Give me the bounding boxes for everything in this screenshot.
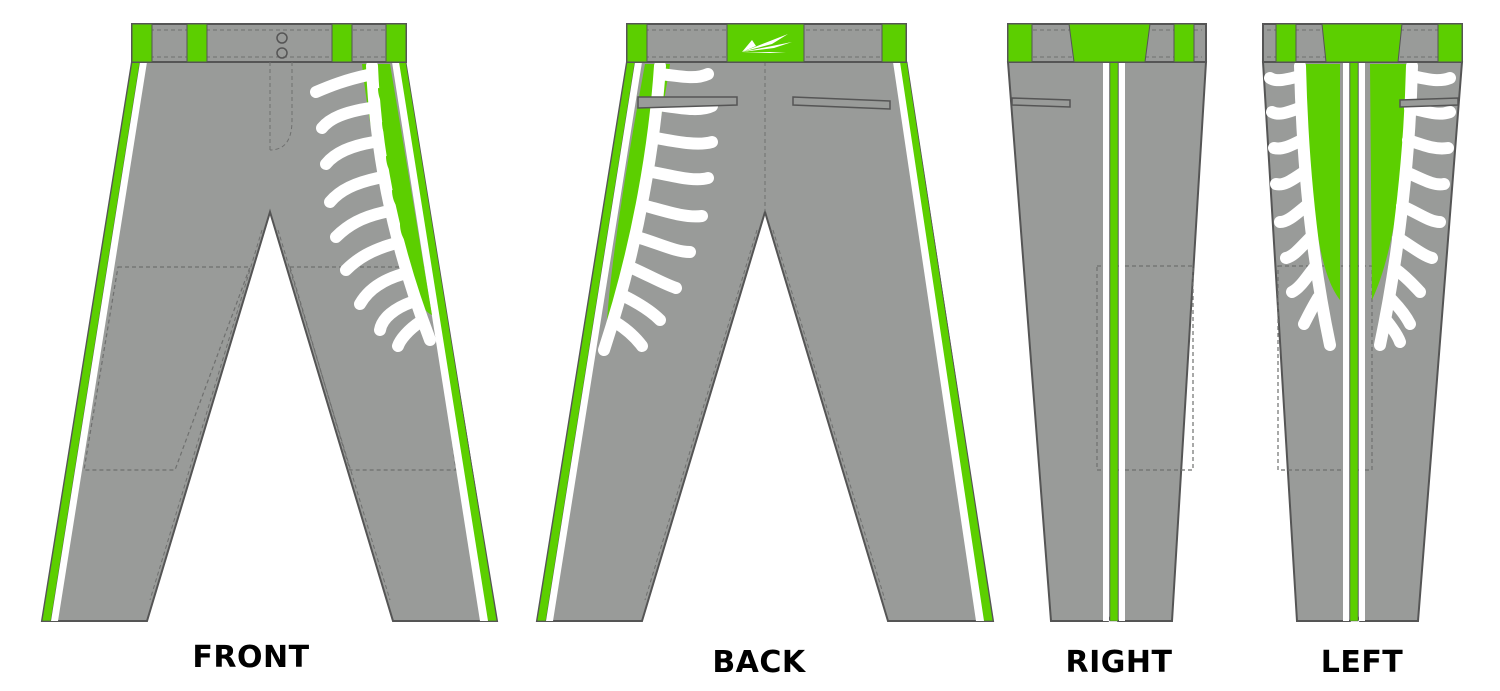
button-icon [276, 47, 288, 59]
right-label: RIGHT [1066, 645, 1173, 680]
front-waistband-stitch [136, 29, 402, 58]
right-belt-loop-1 [1007, 23, 1033, 63]
left-knee-patch [1277, 265, 1373, 471]
back-right-white-stripe [893, 62, 984, 621]
left-white-stripe-left [1343, 62, 1349, 621]
front-belt-loop-4 [385, 23, 407, 63]
back-inseam-stitch [644, 229, 886, 601]
right-belt-loop-center [1068, 23, 1151, 63]
front-belt-loop-3 [331, 23, 353, 63]
left-belt-loop-1 [1275, 23, 1297, 63]
left-green-stripe [1349, 61, 1359, 622]
right-green-stripe [1109, 61, 1119, 622]
right-belt-loop-2 [1173, 23, 1195, 63]
right-pocket [1011, 97, 1071, 108]
left-view [1261, 23, 1464, 622]
back-baseball-stitch-graphic [598, 60, 718, 356]
front-knee-patch [83, 266, 457, 471]
right-white-stripe-left [1103, 62, 1109, 621]
front-view [40, 23, 499, 622]
arrowhead-logo-icon [742, 34, 792, 53]
left-seam-panel-b [1370, 64, 1408, 300]
left-seam-panel-a [1305, 64, 1340, 300]
back-left-pocket [637, 96, 738, 109]
front-seam-green-lobes [378, 88, 418, 247]
right-white-stripe-right [1119, 62, 1125, 621]
front-left-white-stripe [51, 62, 147, 621]
left-pocket [1399, 97, 1459, 108]
left-waistband-stitch [1267, 29, 1458, 58]
back-left-white-stripe [546, 62, 642, 621]
back-view [535, 23, 995, 622]
front-belt-loop-2 [186, 23, 208, 63]
front-right-white-stripe [392, 62, 488, 621]
back-belt-loop-1 [626, 23, 648, 63]
front-label: FRONT [192, 640, 309, 675]
front-baseball-stitch-graphic [310, 60, 436, 352]
button-icon [276, 32, 288, 44]
left-label: LEFT [1321, 645, 1404, 680]
back-label: BACK [712, 645, 807, 680]
front-fly [269, 62, 293, 151]
right-view [1006, 23, 1208, 622]
front-belt-loop-1 [131, 23, 153, 63]
back-right-pocket [792, 96, 891, 110]
left-baseball-stitch-graphic [1264, 60, 1456, 351]
left-belt-loop-2 [1437, 23, 1463, 63]
right-knee-patch [1096, 265, 1194, 471]
back-belt-loop-2 [881, 23, 907, 63]
left-belt-loop-center [1321, 23, 1403, 63]
front-inseam-stitch [149, 229, 391, 601]
left-white-stripe-right [1359, 62, 1365, 621]
